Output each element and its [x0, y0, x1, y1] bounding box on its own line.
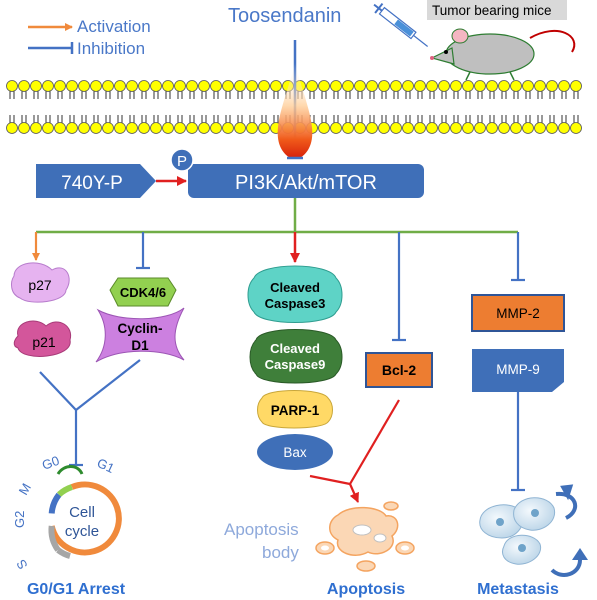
- cell-cycle-convergence: [39, 359, 141, 467]
- mmp9-label: MMP-9: [496, 362, 540, 377]
- caspase3-shape: [247, 265, 343, 323]
- caspase9-label-line1: Cleaved: [270, 341, 320, 356]
- activation-legend-label: Activation: [77, 17, 151, 36]
- cyclin-label-line2: D1: [131, 338, 149, 353]
- caspase3-label-line2: Caspase3: [265, 296, 326, 311]
- phase-m-label: M: [16, 481, 34, 498]
- upstream-activator-label: 740Y-P: [61, 173, 123, 194]
- p27-label: p27: [28, 277, 52, 293]
- motion-arrows-icon: [550, 484, 588, 577]
- cdk-shape: [109, 277, 177, 307]
- branch-tree: [32, 198, 525, 342]
- apoptosis-body-label-line2: body: [262, 543, 299, 562]
- phase-g1-label: G1: [95, 455, 117, 476]
- phase-g2-label: G2: [12, 511, 27, 528]
- syringe-icon: [373, 2, 429, 47]
- bax-shape: [257, 434, 333, 470]
- caspase9-label-line2: Caspase9: [265, 357, 326, 372]
- bax-label: Bax: [283, 445, 307, 460]
- apoptosis-body-label-line1: Apoptosis: [224, 520, 299, 539]
- inhibition-legend-label: Inhibition: [77, 39, 145, 58]
- p27-shape: [11, 262, 70, 303]
- p21-shape: [13, 320, 72, 357]
- cyclin-shape: [95, 307, 185, 363]
- phospho-label: P: [177, 153, 187, 170]
- p21-label: p21: [32, 334, 56, 350]
- apoptosis-outcome: Apoptosis: [327, 581, 405, 598]
- cell-cycle-outcome: G0/G1 Arrest: [27, 581, 126, 598]
- mmp9-box: [472, 349, 564, 392]
- upstream-activator-box: [36, 164, 156, 198]
- apoptosis-convergence: [309, 399, 400, 503]
- pathway-box: [188, 164, 424, 198]
- mmp2-label: MMP-2: [496, 306, 540, 321]
- cdk-label: CDK4/6: [120, 285, 166, 300]
- parp-shape: [257, 390, 333, 429]
- phase-g0-label: G0: [40, 453, 61, 473]
- legend: Activation Inhibition: [28, 17, 151, 58]
- metastasis-outcome: Metastasis: [477, 581, 559, 598]
- parp-label: PARP-1: [271, 403, 320, 418]
- mouse-icon: [430, 28, 576, 81]
- mice-label: Tumor bearing mice: [432, 3, 552, 18]
- mmp2-box: [471, 294, 565, 332]
- cell-cycle-label-line1: Cell: [69, 504, 95, 521]
- caspase9-shape: [249, 329, 343, 384]
- metastatic-cells-icon: [479, 497, 556, 565]
- drug-title: Toosendanin: [228, 5, 341, 27]
- cyclin-label-line1: Cyclin-: [117, 321, 162, 336]
- caspase3-label-line1: Cleaved: [270, 280, 320, 295]
- pathway-label: PI3K/Akt/mTOR: [235, 172, 377, 194]
- phase-s-label: S: [13, 557, 30, 572]
- bcl2-label: Bcl-2: [382, 362, 416, 378]
- mice-label-box: [427, 0, 567, 20]
- apoptotic-cell-icon: [315, 501, 415, 572]
- cell-cycle-label-line2: cycle: [65, 523, 99, 540]
- phospho-badge: [170, 148, 194, 172]
- cell-cycle-wheel: Cell cycle G0 G1 M G2 S: [12, 453, 122, 572]
- bcl2-box: [365, 352, 433, 388]
- membrane-flame: [277, 62, 313, 159]
